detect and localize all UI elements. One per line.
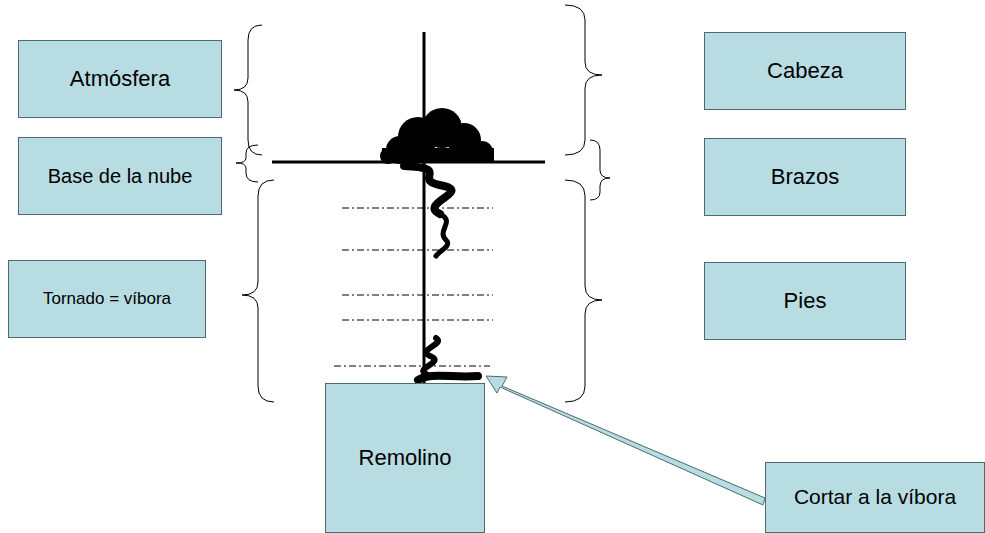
body-part-box: Pies	[704, 262, 906, 340]
node-label: Atmósfera	[70, 66, 170, 91]
region-box: Tornado = víbora	[8, 260, 206, 338]
tornado-funnel	[404, 166, 451, 256]
region-box: Atmósfera	[18, 40, 222, 118]
node-label: Pies	[784, 288, 827, 313]
node-label: Base de la nube	[48, 165, 193, 188]
cloud	[380, 108, 494, 164]
bracket	[234, 5, 610, 402]
body-part-box: Brazos	[704, 138, 906, 216]
body-part-box: Cabeza	[704, 32, 906, 110]
pointer-arrow	[486, 376, 765, 505]
action-box: Cortar a la víbora	[765, 462, 985, 533]
node-label: Remolino	[359, 445, 452, 470]
axis-line	[423, 32, 426, 384]
node-label: Brazos	[771, 164, 839, 189]
node-label: Cabeza	[767, 58, 843, 83]
whirl	[418, 338, 478, 380]
whirl-box: Remolino	[325, 383, 485, 533]
node-label: Tornado = víbora	[43, 289, 171, 309]
region-box: Base de la nube	[18, 137, 222, 215]
node-label: Cortar a la víbora	[794, 485, 956, 509]
height-line	[334, 208, 493, 366]
